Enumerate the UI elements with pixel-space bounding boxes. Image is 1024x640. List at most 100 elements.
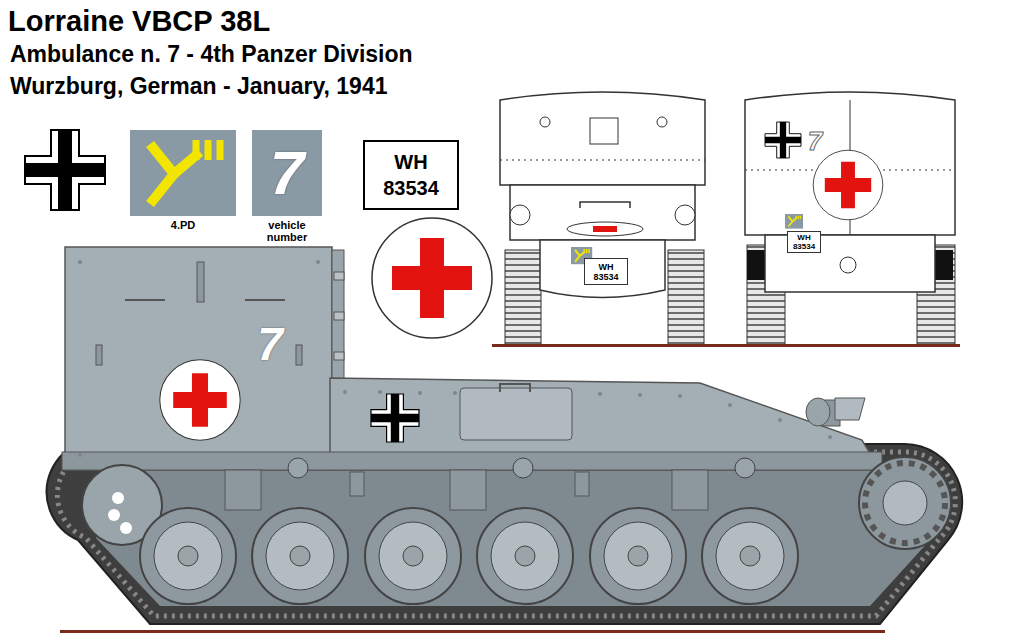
vehicle-number: 7 [800,126,830,156]
rear-view-part [785,214,803,229]
side-view-part [460,388,572,440]
side-view-part [96,345,102,365]
side-view-part [125,299,165,301]
front-view-part [657,117,667,127]
emblem-symbol [130,130,236,216]
rear-view-part [745,92,955,235]
rear-view-part [785,214,803,229]
side-view-part [575,472,589,496]
rear-view-part [840,257,856,273]
side-view-part [477,508,573,604]
side-view-part [513,458,533,478]
front-view-part [500,160,705,161]
side-view-part [883,481,927,525]
license-plate: WH 83534 [586,262,626,282]
side-view-part [266,522,334,590]
side-view-part [403,546,423,566]
side-view-part [453,391,457,395]
side-view-part [379,522,447,590]
side-view-part [334,312,344,320]
side-view [47,247,963,633]
balkenkreuz-insignia [25,130,105,210]
side-view-part [638,393,642,397]
license-plate-box: WH 83534 [584,258,628,285]
side-view-part [735,458,755,478]
side-view-part [112,492,124,504]
front-view-part [580,202,630,208]
side-view-part [78,260,832,457]
rear-view-part [765,122,801,158]
side-view-part [728,403,732,407]
side-view-part [491,522,559,590]
side-view-part [178,546,198,566]
side-view-part [120,522,132,534]
side-view-part [740,546,760,566]
side-view-part [296,345,302,365]
front-view-part [540,117,550,127]
side-view-part [78,453,82,457]
front-view-part [567,222,643,236]
side-view-part [628,546,648,566]
side-view-part [78,260,82,264]
side-view-part [371,394,419,442]
front-view-part [675,205,695,225]
side-view-part [365,508,461,604]
side-view-part [288,458,308,478]
side-view-part [334,352,344,360]
red-cross-insignia [372,218,492,338]
license-plate-box: WH 83534 [787,231,821,253]
rear-view-part [705,344,960,347]
side-view-part [252,508,348,604]
side-view-part [140,508,798,604]
front-view-part [510,205,530,225]
front-view-part [668,250,704,345]
side-view-part [140,508,236,604]
side-view-part [450,470,486,510]
side-view-part [500,384,530,392]
side-view-part [47,440,963,624]
side-view-part [96,462,930,606]
side-view-part [778,418,782,422]
side-view-part [62,452,882,470]
side-view-part [702,508,798,604]
side-view-part [245,299,285,301]
side-view-part [343,390,347,394]
vehicle-number: 7 [246,318,294,370]
side-view-part [108,509,120,521]
front-view-part [505,250,541,345]
side-view-part [678,394,682,398]
side-view-part [160,360,240,440]
front-view [492,92,705,347]
side-view-part [865,463,945,543]
subtitle-text: Ambulance n. 7 - 4th Panzer Division [10,40,413,68]
side-view-part [65,247,332,470]
license-plate: WH 83534 [789,233,819,251]
balkenkreuz-insignia-part [25,130,105,210]
side-view-part [590,508,686,604]
division-emblem: 4.PD [130,130,236,216]
side-view-part [418,391,422,395]
front-view-part [500,92,705,185]
side-view-part [334,272,344,280]
side-view-part [60,630,885,633]
side-view-part [716,522,784,590]
side-view-part [225,470,261,510]
number-caption: vehicle number [252,219,322,243]
plate-box: WH 83534 [363,140,459,210]
side-view-part [828,435,832,439]
emblem-caption: 4.PD [130,219,236,232]
side-view-part [316,260,320,264]
side-view-part [515,546,535,566]
side-view-part [859,457,951,549]
side-view-part [598,392,602,396]
side-view-part [57,448,955,616]
rear-view-part [813,150,883,220]
front-view-part [590,118,618,144]
side-view-part [288,458,755,478]
front-view-part [540,240,665,298]
rear-view-part [788,216,800,227]
side-view-part [290,546,310,566]
number-square: 7vehicle number [252,130,322,216]
side-view-part [378,390,382,394]
